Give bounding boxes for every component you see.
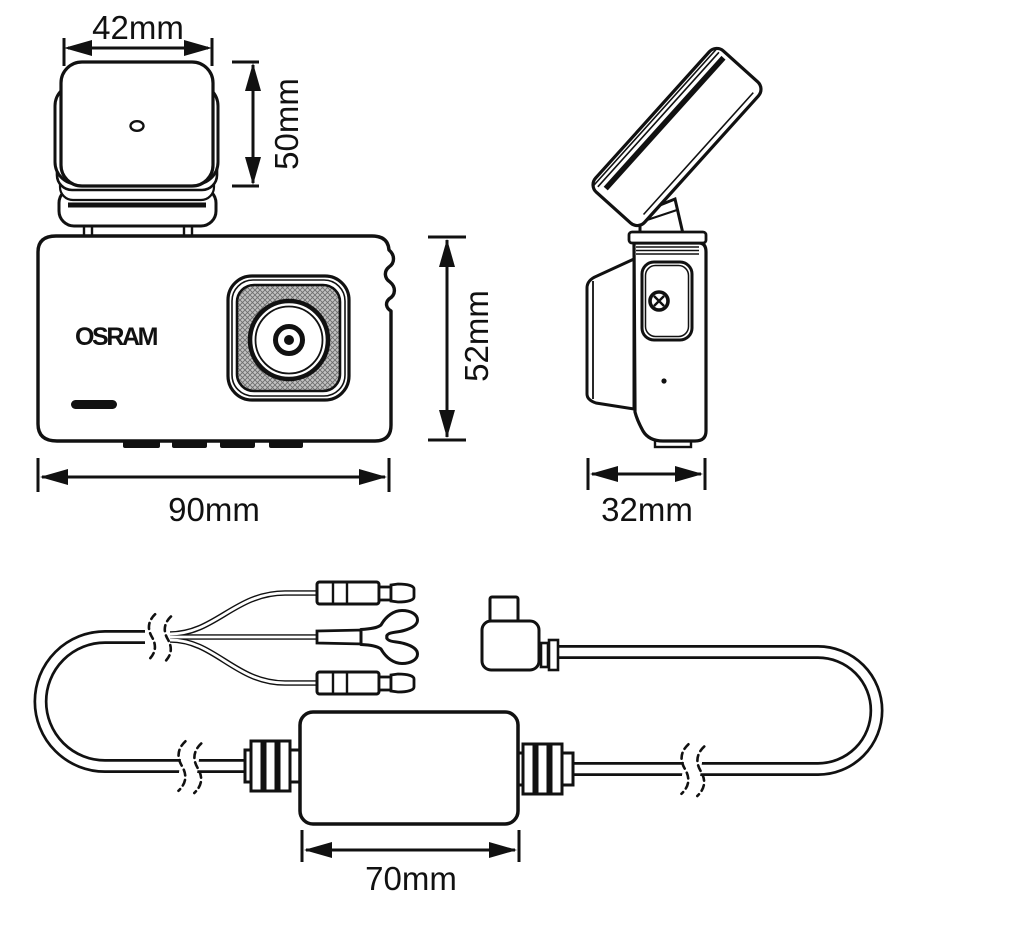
lens-pupil xyxy=(284,335,294,345)
cable-break-icon xyxy=(176,739,203,795)
arrowhead-right-icon xyxy=(489,842,517,858)
fork-terminal xyxy=(315,609,419,665)
screw-icon xyxy=(648,290,670,312)
arrowhead-left-icon xyxy=(590,466,618,482)
body-width-label: 90mm xyxy=(168,491,260,528)
body-height-label: 52mm xyxy=(458,290,495,382)
usb-strain-rib xyxy=(539,641,550,669)
pad-face-edge-line xyxy=(642,92,754,216)
fuse-tap-connector-bottom xyxy=(315,670,416,696)
pad-dark-stripe xyxy=(603,55,726,191)
vent-tab xyxy=(172,440,207,448)
cable-break-icon xyxy=(679,742,706,798)
arrowhead-down-icon xyxy=(439,410,455,438)
bottom-vent-tabs xyxy=(123,440,303,448)
strain-relief-left xyxy=(243,739,304,793)
dimension-mount-width: 42mm xyxy=(62,9,214,66)
lens-barrel-side xyxy=(585,256,636,411)
vent-tab xyxy=(220,440,255,448)
usb-plug-connector xyxy=(480,595,560,672)
adhesive-mount-side xyxy=(591,46,763,228)
pad-layer-lines xyxy=(592,48,720,188)
body-depth-label: 32mm xyxy=(601,491,693,528)
vent-tab xyxy=(123,440,160,448)
mount-center-hole xyxy=(129,119,145,132)
mic-hole-dot xyxy=(661,378,667,384)
hardwire-kit-cable-drawing: 70mm xyxy=(33,580,884,897)
dashcam-side-view: 32mm xyxy=(585,46,763,528)
mount-pad-side xyxy=(591,46,763,228)
arrowhead-left-icon xyxy=(40,469,68,485)
dimension-adapter-length: 70mm xyxy=(300,830,521,897)
usb-plug-body xyxy=(480,619,541,672)
osram-logo-text: OSRAM xyxy=(75,323,159,351)
fuse-tap-connector-top xyxy=(315,580,416,606)
vent-tab xyxy=(269,440,303,448)
adhesive-mount-front xyxy=(53,60,220,228)
mount-height-label: 50mm xyxy=(268,78,305,170)
arrowhead-left-icon xyxy=(64,40,92,56)
side-vent-louvers xyxy=(636,246,699,255)
usb-strain-rib xyxy=(547,638,560,672)
dashcam-front-view: OSRAM 42mm 50mm xyxy=(36,9,495,528)
dimension-body-width: 90mm xyxy=(36,458,391,528)
dimension-mount-height: 50mm xyxy=(232,60,305,188)
arrowhead-down-icon xyxy=(245,157,261,185)
side-top-plate xyxy=(627,230,708,245)
cable-break-icon xyxy=(146,611,173,664)
led-indicator-bar xyxy=(71,400,117,409)
arrowhead-left-icon xyxy=(304,842,332,858)
arrowhead-up-icon xyxy=(245,63,261,91)
arrowhead-up-icon xyxy=(439,239,455,267)
adapter-length-label: 70mm xyxy=(365,860,457,897)
mount-width-label: 42mm xyxy=(92,9,184,46)
converter-box xyxy=(298,710,520,826)
dimension-body-height: 52mm xyxy=(428,235,495,442)
lens-mid-ring xyxy=(254,305,324,375)
dimension-body-depth: 32mm xyxy=(586,458,707,528)
arrowhead-right-icon xyxy=(675,466,703,482)
terminal-wires xyxy=(169,590,322,686)
usb-cable-right xyxy=(556,645,884,776)
strain-relief-right xyxy=(514,742,575,796)
arrowhead-right-icon xyxy=(359,469,387,485)
arrowhead-right-icon xyxy=(184,40,212,56)
power-cable-left xyxy=(33,630,252,773)
lens-module xyxy=(226,274,351,402)
